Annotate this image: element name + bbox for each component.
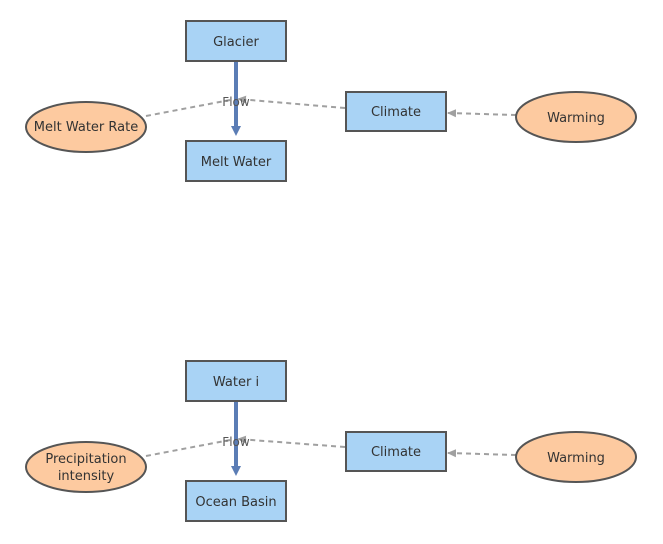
stock-ocean-basin-label: Ocean Basin (195, 495, 276, 510)
stock-ocean-basin-box[interactable] (185, 480, 287, 522)
rate-ellipse[interactable] (25, 441, 147, 493)
link-climate-to-flow (237, 435, 346, 448)
converter-climate-label: Climate (371, 105, 421, 120)
diagram-ocean: Flow Water i Ocean Basin Climate Precipi… (25, 360, 637, 522)
rate-label-line1: Precipitation (45, 452, 126, 467)
link-climate-to-flow (237, 95, 346, 109)
stock-glacier-label: Glacier (213, 35, 259, 50)
rate-label: Melt Water Rate (34, 120, 138, 135)
warming-label: Warming (547, 451, 605, 466)
stock-water-label: Water i (213, 375, 259, 390)
link-warming-to-climate (447, 109, 517, 118)
converter-climate-box[interactable] (345, 431, 447, 472)
rate-ellipse[interactable] (25, 101, 147, 153)
flow-label: Flow (222, 95, 250, 109)
link-warming-to-climate (447, 449, 517, 458)
warming-ellipse[interactable] (515, 91, 637, 143)
diagram-glacier: Flow Glacier Melt Water Climate Melt Wat… (25, 20, 637, 182)
stock-glacier-box[interactable] (185, 20, 287, 62)
link-rate-to-flow (145, 439, 231, 457)
link-rate-to-flow (145, 99, 231, 117)
rate-label-line2: intensity (58, 469, 115, 484)
converter-climate-box[interactable] (345, 91, 447, 132)
stock-water-box[interactable] (185, 360, 287, 402)
converter-climate-label: Climate (371, 445, 421, 460)
stock-melt-water-box[interactable] (185, 140, 287, 182)
warming-ellipse[interactable] (515, 431, 637, 483)
flow-label: Flow (222, 435, 250, 449)
stock-melt-water-label: Melt Water (201, 155, 272, 170)
warming-label: Warming (547, 111, 605, 126)
